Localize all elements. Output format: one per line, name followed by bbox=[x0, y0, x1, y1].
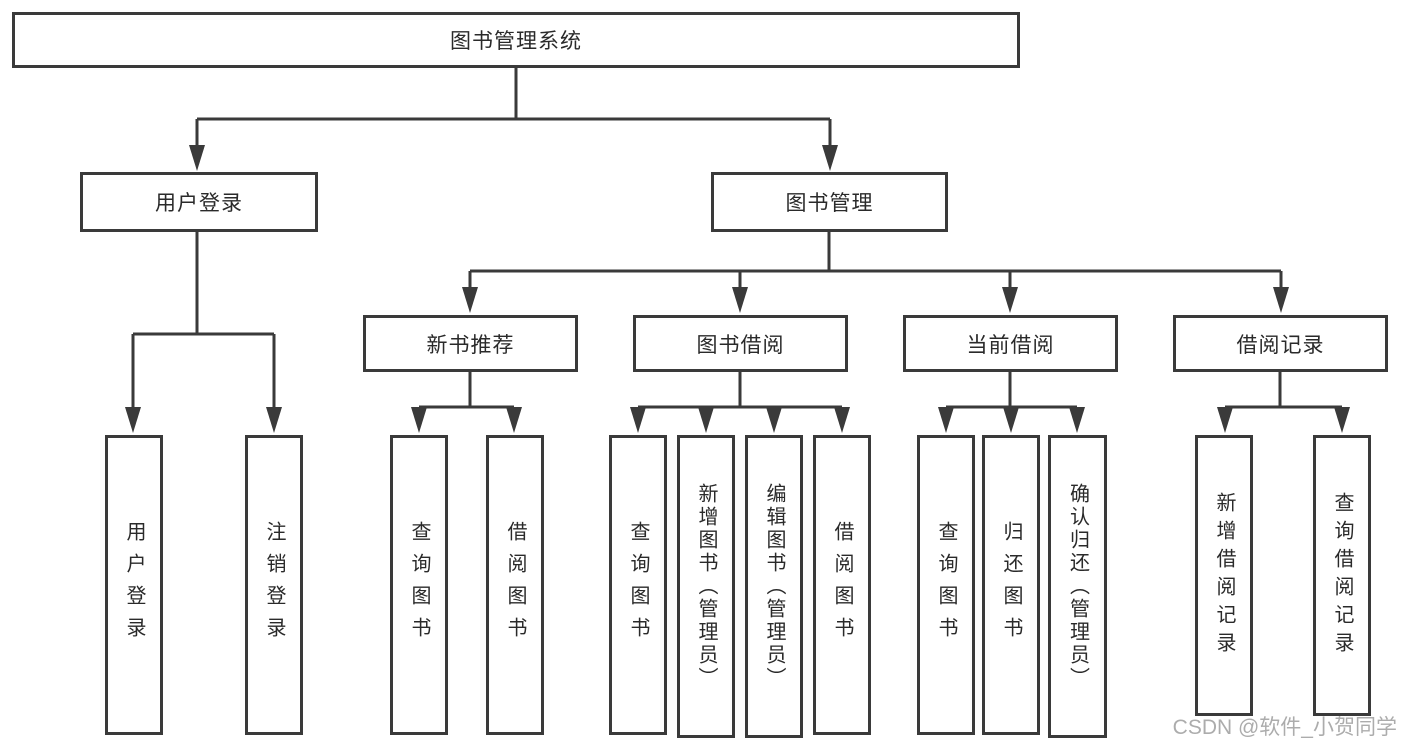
leaf-edit-book-admin: 编辑图书（管理员） bbox=[745, 435, 803, 738]
leaf-confirm-return-admin: 确认归还（管理员） bbox=[1048, 435, 1107, 738]
node-label: 查询借阅记录 bbox=[1331, 491, 1353, 660]
node-label: 新书推荐 bbox=[426, 332, 515, 357]
node-label: 当前借阅 bbox=[966, 332, 1055, 357]
node-label: 图书借阅 bbox=[696, 332, 785, 357]
node-current-borrow: 当前借阅 bbox=[903, 315, 1118, 372]
leaf-query-borrow-record: 查询借阅记录 bbox=[1313, 435, 1371, 716]
node-label: 编辑图书（管理员） bbox=[763, 483, 785, 690]
leaf-logout: 注销登录 bbox=[245, 435, 303, 735]
leaf-query-books-recommend: 查询图书 bbox=[390, 435, 448, 735]
leaf-return-book: 归还图书 bbox=[982, 435, 1040, 735]
node-label: 借阅图书 bbox=[831, 521, 853, 649]
leaf-user-login: 用户登录 bbox=[105, 435, 163, 735]
leaf-add-book-admin: 新增图书（管理员） bbox=[677, 435, 735, 738]
node-label: 新增图书（管理员） bbox=[695, 483, 717, 690]
leaf-borrow-books-recommend: 借阅图书 bbox=[486, 435, 544, 735]
node-new-book-recommend: 新书推荐 bbox=[363, 315, 578, 372]
node-label: 用户登录 bbox=[123, 521, 145, 649]
node-label: 新增借阅记录 bbox=[1213, 491, 1235, 660]
node-label: 归还图书 bbox=[1000, 521, 1022, 649]
node-label: 查询图书 bbox=[627, 521, 649, 649]
node-label: 用户登录 bbox=[155, 191, 243, 215]
node-label: 图书管理系统 bbox=[450, 29, 582, 53]
node-label: 查询图书 bbox=[408, 521, 430, 649]
node-library-management-system: 图书管理系统 bbox=[12, 12, 1020, 68]
leaf-add-borrow-record: 新增借阅记录 bbox=[1195, 435, 1253, 716]
arrowheads bbox=[125, 145, 1350, 433]
node-book-management: 图书管理 bbox=[711, 172, 948, 232]
leaf-query-books-current: 查询图书 bbox=[917, 435, 975, 735]
node-label: 注销登录 bbox=[263, 521, 285, 649]
node-label: 确认归还（管理员） bbox=[1066, 483, 1089, 690]
node-borrow-records: 借阅记录 bbox=[1173, 315, 1388, 372]
node-user-login: 用户登录 bbox=[80, 172, 318, 232]
node-label: 图书管理 bbox=[785, 191, 874, 215]
leaf-query-books-borrow: 查询图书 bbox=[609, 435, 667, 735]
node-label: 借阅图书 bbox=[504, 521, 526, 649]
node-book-borrow: 图书借阅 bbox=[633, 315, 848, 372]
node-label: 借阅记录 bbox=[1236, 332, 1325, 357]
node-label: 查询图书 bbox=[935, 521, 957, 649]
leaf-borrow-books-borrow: 借阅图书 bbox=[813, 435, 871, 735]
